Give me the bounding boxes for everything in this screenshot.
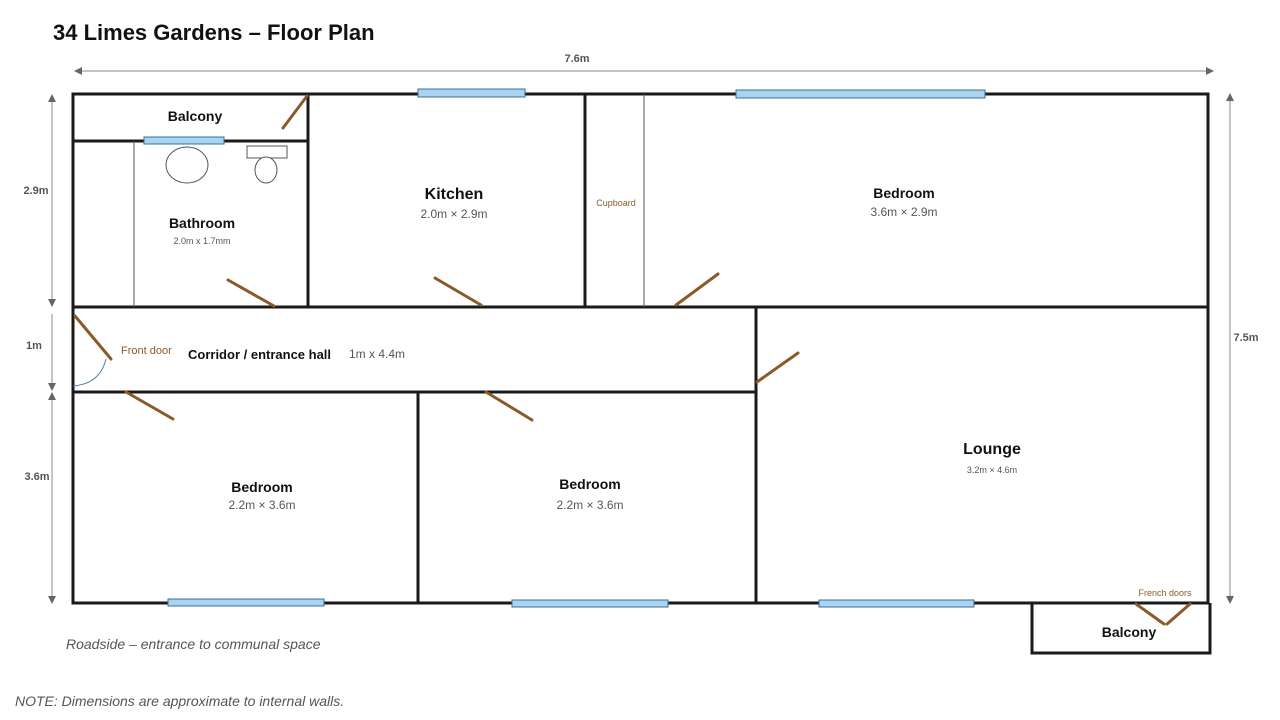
room-bedroom-mid-name: Bedroom	[559, 476, 620, 492]
doors	[72, 94, 1192, 626]
room-kitchen-name: Kitchen	[425, 186, 484, 203]
room-cupboard-name: Cupboard	[596, 198, 636, 208]
walls	[71, 92, 1212, 655]
window	[818, 599, 975, 608]
room-bedroom-top-size: 3.6m × 2.9m	[870, 205, 937, 219]
room-kitchen-size: 2.0m × 2.9m	[420, 207, 487, 221]
windows	[143, 88, 986, 608]
room-lounge-name: Lounge	[963, 441, 1021, 458]
page-title: 34 Limes Gardens – Floor Plan	[53, 20, 375, 45]
room-corridor-size: 1m x 4.4m	[349, 347, 405, 361]
bathroom-fixtures	[165, 145, 288, 184]
room-bedroom-left-name: Bedroom	[231, 479, 292, 495]
dimension-corridor-band-label: 1m	[26, 340, 42, 352]
french-door-leaf	[1165, 602, 1192, 626]
dimension-width: 7.6m	[74, 53, 1214, 75]
window	[511, 599, 669, 608]
front-door-swing-icon	[72, 358, 107, 387]
front-door-leaf	[73, 314, 113, 361]
dimension-height-label: 7.5m	[1233, 332, 1258, 344]
dimension-top-band-label: 2.9m	[23, 185, 48, 197]
disclaimer-note: NOTE: Dimensions are approximate to inte…	[15, 693, 344, 709]
bath-basin	[165, 146, 209, 184]
front-door-label: Front door	[121, 345, 172, 357]
roadside-note: Roadside – entrance to communal space	[66, 636, 321, 652]
toilet-bowl	[254, 156, 278, 184]
room-bedroom-mid-size: 2.2m × 3.6m	[556, 498, 623, 512]
room-lounge-size: 3.2m × 4.6m	[967, 465, 1017, 475]
toilet-cistern	[246, 145, 288, 159]
room-bathroom-size: 2.0m x 1.7mm	[173, 236, 230, 246]
dimension-left: 2.9m 1m 3.6m	[23, 94, 56, 604]
dimension-width-label: 7.6m	[564, 53, 589, 65]
room-balcony-bottom-name: Balcony	[1102, 624, 1157, 640]
window	[417, 88, 526, 98]
room-bedroom-top-name: Bedroom	[873, 185, 934, 201]
room-corridor-name: Corridor / entrance hall	[188, 347, 331, 362]
window	[735, 89, 986, 99]
room-balcony-top-name: Balcony	[168, 108, 223, 124]
dimension-bottom-band-label: 3.6m	[24, 471, 49, 483]
room-bathroom-name: Bathroom	[169, 215, 235, 231]
french-door-leaf	[1134, 602, 1166, 626]
window	[143, 136, 225, 145]
room-bedroom-left-size: 2.2m × 3.6m	[228, 498, 295, 512]
french-doors-label: French doors	[1138, 588, 1192, 598]
window	[167, 598, 325, 607]
dimension-height: 7.5m	[1226, 93, 1259, 604]
